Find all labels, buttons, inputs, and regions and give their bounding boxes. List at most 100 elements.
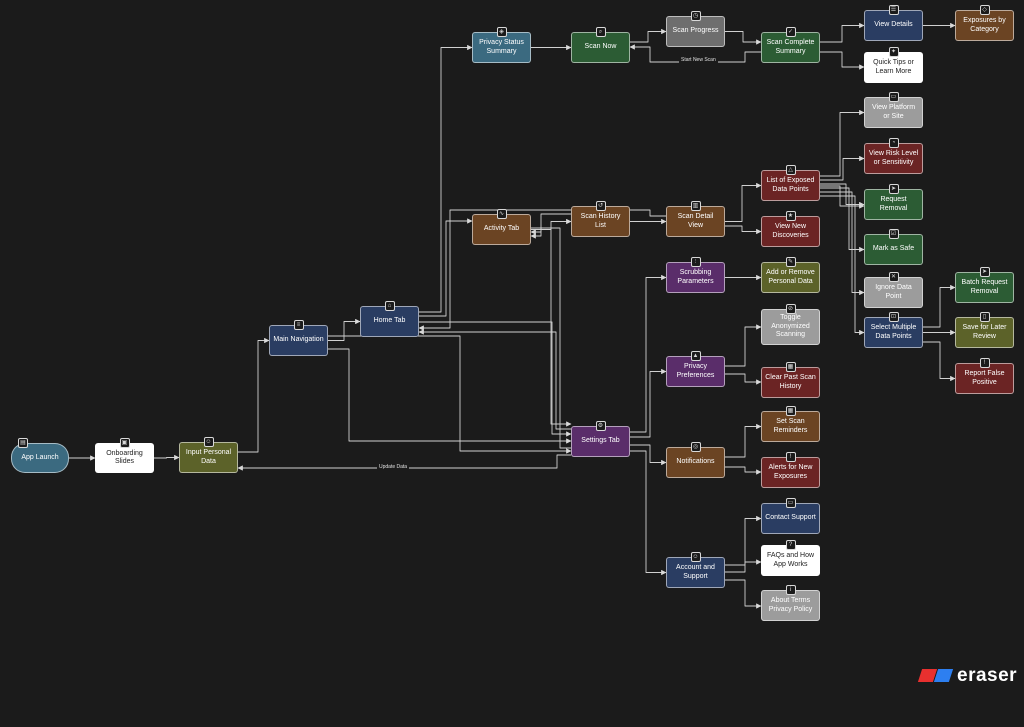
node-label: Add or Remove Personal Data: [766, 269, 815, 285]
node-view-risk[interactable]: ◔View Risk Level or Sensitivity: [864, 138, 923, 174]
edges-layer: [69, 22, 956, 609]
node-main-nav[interactable]: ≡Main Navigation: [269, 320, 328, 356]
node-label: Settings Tab: [581, 437, 620, 445]
node-contact-support[interactable]: ▭ Contact Support: [761, 498, 820, 534]
node-view-platform[interactable]: ▭View Platform or Site: [864, 92, 923, 128]
node-label: Request Removal: [879, 196, 908, 212]
home-icon: ⌂: [384, 301, 395, 311]
edge-arrow: [923, 341, 956, 382]
node-label: Exposures by Category: [963, 17, 1006, 33]
node-label: Main Navigation: [273, 336, 324, 344]
node-quick-tips[interactable]: ✦Quick Tips or Learn More: [864, 47, 923, 83]
edge-arrow: [820, 185, 865, 209]
edge-arrow: [725, 324, 762, 367]
gear-icon: ⚙: [595, 421, 606, 431]
node-report-false[interactable]: !Report False Positive: [955, 358, 1014, 394]
node-label: Ignore Data Point: [875, 284, 912, 300]
node-label: Notifications: [676, 458, 715, 466]
chat-icon: ▭: [785, 498, 796, 508]
clock-icon: ◷: [690, 11, 701, 21]
node-privacy-status[interactable]: ◈Privacy Status Summary: [472, 27, 531, 63]
node-app-launch[interactable]: ▤App Launch: [11, 438, 69, 473]
close-icon: ✕: [888, 272, 899, 282]
edge-arrow: [820, 155, 865, 181]
node-scan-now[interactable]: ⌕Scan Now: [571, 27, 630, 63]
sliders-icon: ⫶: [690, 257, 701, 267]
edge-arrow: [630, 274, 667, 433]
node-activity-tab[interactable]: ∿Activity Tab: [472, 209, 531, 245]
node-settings-tab[interactable]: ⚙ Settings Tab: [571, 421, 630, 457]
node-scan-complete[interactable]: ✓Scan Complete Summary: [761, 27, 820, 63]
edge-arrow: [725, 466, 762, 475]
node-onboarding[interactable]: ▣Onboarding Slides: [95, 438, 154, 473]
node-privacy-prefs[interactable]: ▲Privacy Preferences: [666, 351, 725, 387]
edge-arrow: [725, 182, 762, 222]
edge-arrow: [820, 22, 865, 43]
eraser-logo: eraser: [917, 665, 1017, 687]
node-scan-detail[interactable]: ▥Scan Detail View: [666, 201, 725, 237]
layers-icon: ◇: [979, 5, 990, 15]
node-label: Scan Progress: [672, 27, 719, 35]
edge-arrow: [328, 348, 572, 444]
edge-arrow: [725, 31, 762, 45]
node-add-remove[interactable]: ✎ Add or Remove Personal Data: [761, 257, 820, 293]
edge-arrow: [418, 329, 571, 430]
user-edit-icon: ✎: [785, 257, 796, 267]
edge-label-update-data: Update Data: [377, 464, 410, 470]
edge-arrow: [820, 195, 865, 336]
node-input-data[interactable]: ☺Input Personal Data: [179, 437, 238, 473]
edge-arrow: [630, 450, 667, 576]
document-icon: ▤: [18, 438, 28, 448]
edge-arrow: [820, 109, 865, 177]
node-exposures-cat[interactable]: ◇ Exposures by Category: [955, 5, 1014, 41]
node-label: Mark as Safe: [872, 245, 915, 253]
node-view-new[interactable]: ★View New Discoveries: [761, 211, 820, 247]
node-notifications[interactable]: ◎ Notifications: [666, 442, 725, 478]
node-label: List of Exposed Data Points: [766, 177, 815, 193]
node-scan-history[interactable]: ↺Scan History List: [571, 201, 630, 237]
node-toggle-anon[interactable]: ⊘Toggle Anonymized Scanning: [761, 304, 820, 345]
user-icon: ☺: [690, 552, 701, 562]
node-alerts-new[interactable]: !Alerts for New Exposures: [761, 452, 820, 488]
node-scrubbing[interactable]: ⫶Scrubbing Parameters: [666, 257, 725, 293]
node-mark-safe[interactable]: ☑Mark as Safe: [864, 229, 923, 265]
shield-icon: ◈: [496, 27, 507, 37]
edge-arrow: [238, 337, 270, 453]
gauge-icon: ◔: [888, 138, 899, 148]
node-scan-progress[interactable]: ◷ Scan Progress: [666, 11, 725, 47]
select-icon: ⊡: [888, 312, 899, 322]
node-save-later[interactable]: ▯Save for Later Review: [955, 312, 1014, 348]
warning-icon: △: [785, 165, 796, 175]
node-set-reminders[interactable]: ▦ Set Scan Reminders: [761, 406, 820, 442]
node-label: View New Discoveries: [772, 223, 809, 239]
bookmark-icon: ▯: [979, 312, 990, 322]
node-label: Contact Support: [765, 514, 816, 522]
node-clear-history[interactable]: ▦Clear Past Scan History: [761, 362, 820, 398]
edge-arrow: [418, 209, 666, 331]
node-label: Set Scan Reminders: [773, 418, 808, 434]
node-list-exposed[interactable]: △ List of Exposed Data Points: [761, 165, 820, 201]
edge-arrow: [725, 579, 762, 609]
activity-icon: ∿: [496, 209, 507, 219]
node-label: Clear Past Scan History: [765, 374, 816, 390]
node-home-tab[interactable]: ⌂Home Tab: [360, 301, 419, 337]
node-faqs[interactable]: ?FAQs and How App Works: [761, 540, 820, 576]
edge-arrow: [531, 227, 572, 427]
node-account-support[interactable]: ☺Account and Support: [666, 552, 725, 588]
node-ignore[interactable]: ✕ Ignore Data Point: [864, 272, 923, 308]
edge-arrow: [725, 225, 762, 235]
node-label: Alerts for New Exposures: [768, 464, 813, 480]
node-select-multiple[interactable]: ⊡Select Multiple Data Points: [864, 312, 923, 348]
node-request-removal[interactable]: ➤Request Removal: [864, 184, 923, 220]
bell-icon: ◎: [690, 442, 701, 452]
node-batch-removal[interactable]: ➤Batch Request Removal: [955, 267, 1014, 303]
send-icon: ➤: [979, 267, 990, 277]
eye-off-icon: ⊘: [785, 304, 796, 314]
edge-arrow: [419, 44, 473, 313]
eraser-logo-mark: [917, 667, 954, 685]
node-view-details[interactable]: ☰View Details: [864, 5, 923, 41]
lightbulb-icon: ✦: [888, 47, 899, 57]
calendar-icon: ▦: [785, 406, 796, 416]
node-label: FAQs and How App Works: [766, 552, 815, 568]
